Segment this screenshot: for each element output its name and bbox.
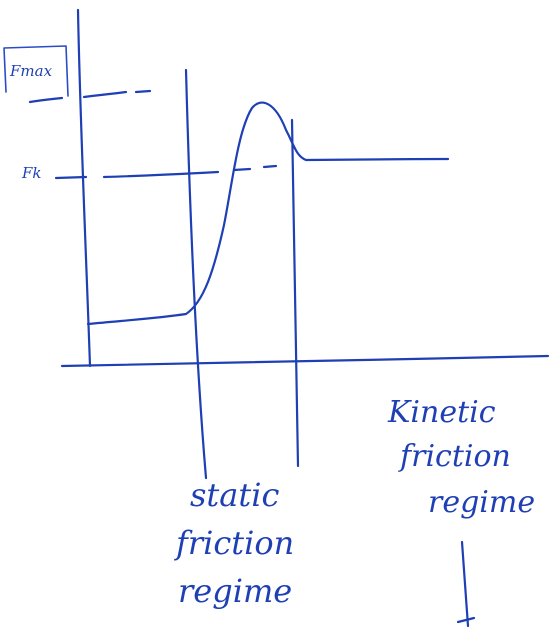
f-max-dash-1 <box>28 96 64 104</box>
static-regime-label: friction <box>174 524 294 562</box>
kinetic-regime-label: friction <box>398 439 511 474</box>
pointer-stroke <box>460 540 470 628</box>
f-k-dash-2 <box>102 170 220 179</box>
f-max-dash-3 <box>134 89 152 94</box>
f-k-dash-4 <box>262 164 278 169</box>
kinetic-regime-label: Kinetic <box>387 395 496 430</box>
f-k-dash-3 <box>232 167 252 172</box>
kinetic-regime-boundary <box>290 118 300 468</box>
static-regime-label: static <box>190 476 279 514</box>
f-k-label: Fk <box>21 164 42 182</box>
friction-force-curve <box>86 101 450 326</box>
f-max-label-box <box>3 45 69 97</box>
y-axis <box>76 8 92 368</box>
static-regime-boundary <box>184 68 208 480</box>
f-max-dash-2 <box>82 90 128 99</box>
x-axis <box>60 354 550 368</box>
pointer-tick <box>456 616 476 624</box>
kinetic-regime-label: regime <box>428 485 535 520</box>
static-regime-label: regime <box>178 572 292 610</box>
f-k-dash-1 <box>54 175 88 180</box>
f-max-label: Fmax <box>9 62 53 80</box>
